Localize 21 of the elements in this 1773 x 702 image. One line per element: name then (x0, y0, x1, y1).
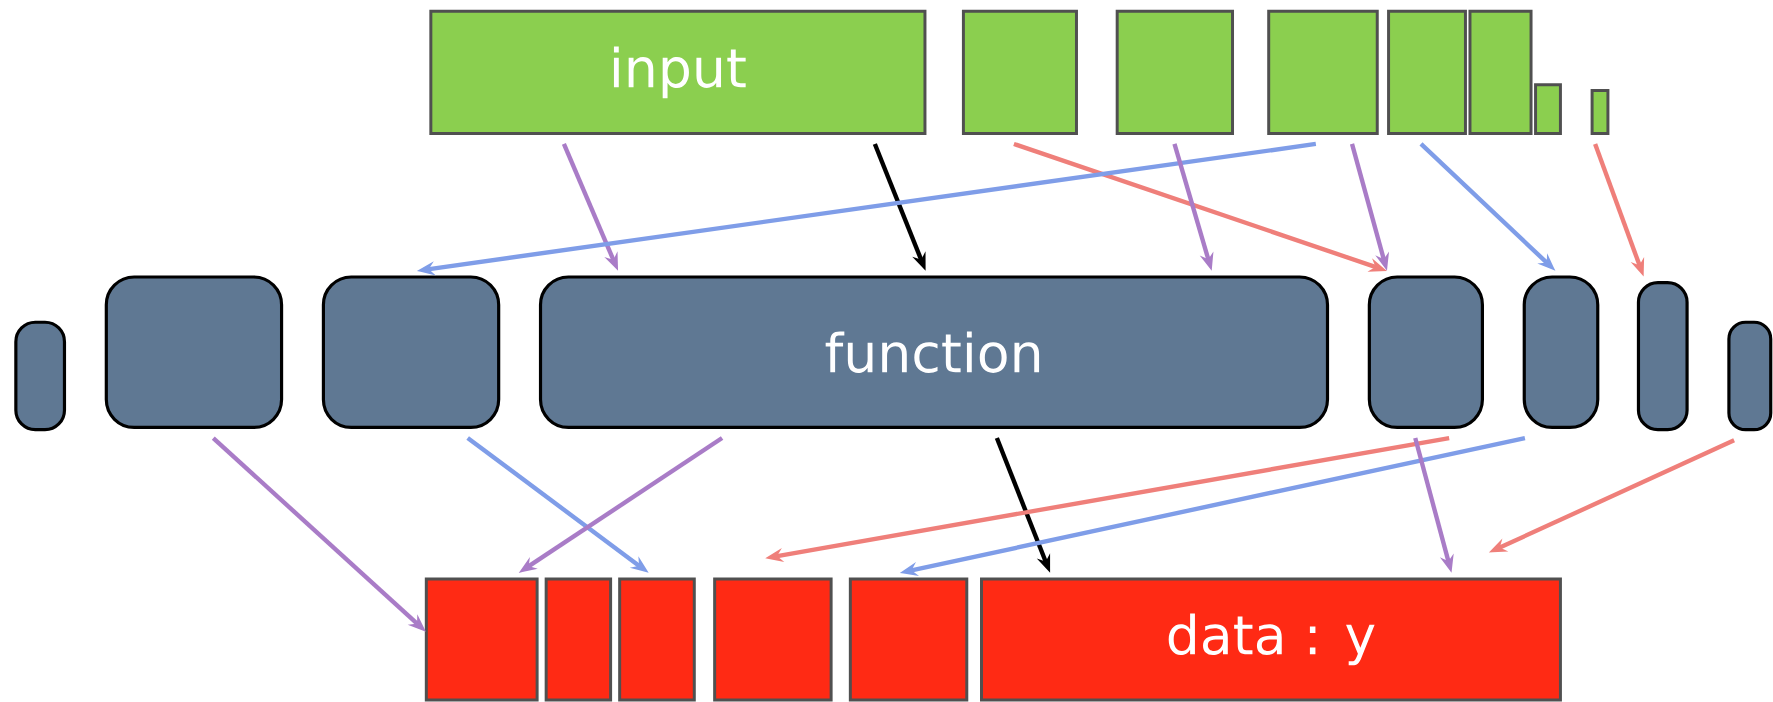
function-block (1522, 275, 1600, 429)
input-block: input (429, 9, 927, 135)
output-block: data : y (980, 577, 1562, 702)
function-block (1367, 275, 1484, 429)
function-block: function (538, 275, 1330, 429)
output-block (424, 577, 539, 702)
input-block (1267, 9, 1379, 135)
output-block (544, 577, 613, 702)
input-block (961, 9, 1078, 135)
function-block (104, 275, 284, 429)
output-block (618, 577, 696, 702)
output-block (848, 577, 969, 702)
input-block (1534, 83, 1562, 135)
function-block (1727, 320, 1773, 432)
output-block (713, 577, 833, 702)
function-block (1636, 281, 1689, 432)
function-block (321, 275, 501, 429)
input-block (1590, 88, 1610, 135)
input-block (1387, 9, 1467, 135)
input-block (1115, 9, 1234, 135)
function-block (14, 320, 67, 432)
